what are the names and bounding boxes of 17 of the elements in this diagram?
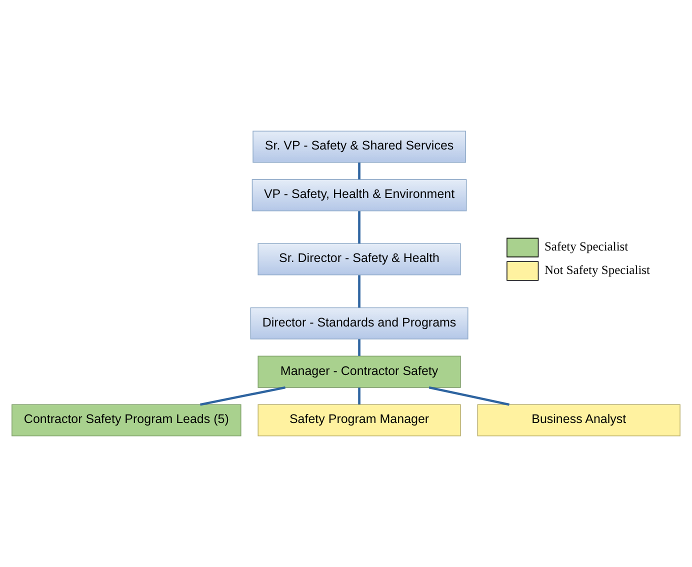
connector — [358, 388, 360, 404]
connector — [358, 162, 360, 180]
node-box: Safety Program Manager — [258, 404, 461, 436]
node-box: Manager - Contractor Safety — [258, 356, 461, 388]
node-box: Sr. Director - Safety & Health — [258, 243, 461, 276]
legend-label: Not Safety Specialist — [544, 262, 650, 277]
connector — [200, 386, 286, 406]
legend-label: Safety Specialist — [544, 240, 628, 254]
connector — [428, 386, 510, 406]
connector — [358, 339, 360, 356]
node-box: Business Analyst — [477, 404, 680, 436]
connector — [358, 275, 360, 308]
connector — [358, 211, 360, 244]
node-box: Sr. VP - Safety & Shared Services — [252, 130, 466, 163]
node-box: Contractor Safety Program Leads (5) — [12, 404, 242, 436]
node-box: Director - Standards and Programs — [250, 307, 468, 340]
node-box: VP - Safety, Health & Environment — [252, 179, 467, 212]
